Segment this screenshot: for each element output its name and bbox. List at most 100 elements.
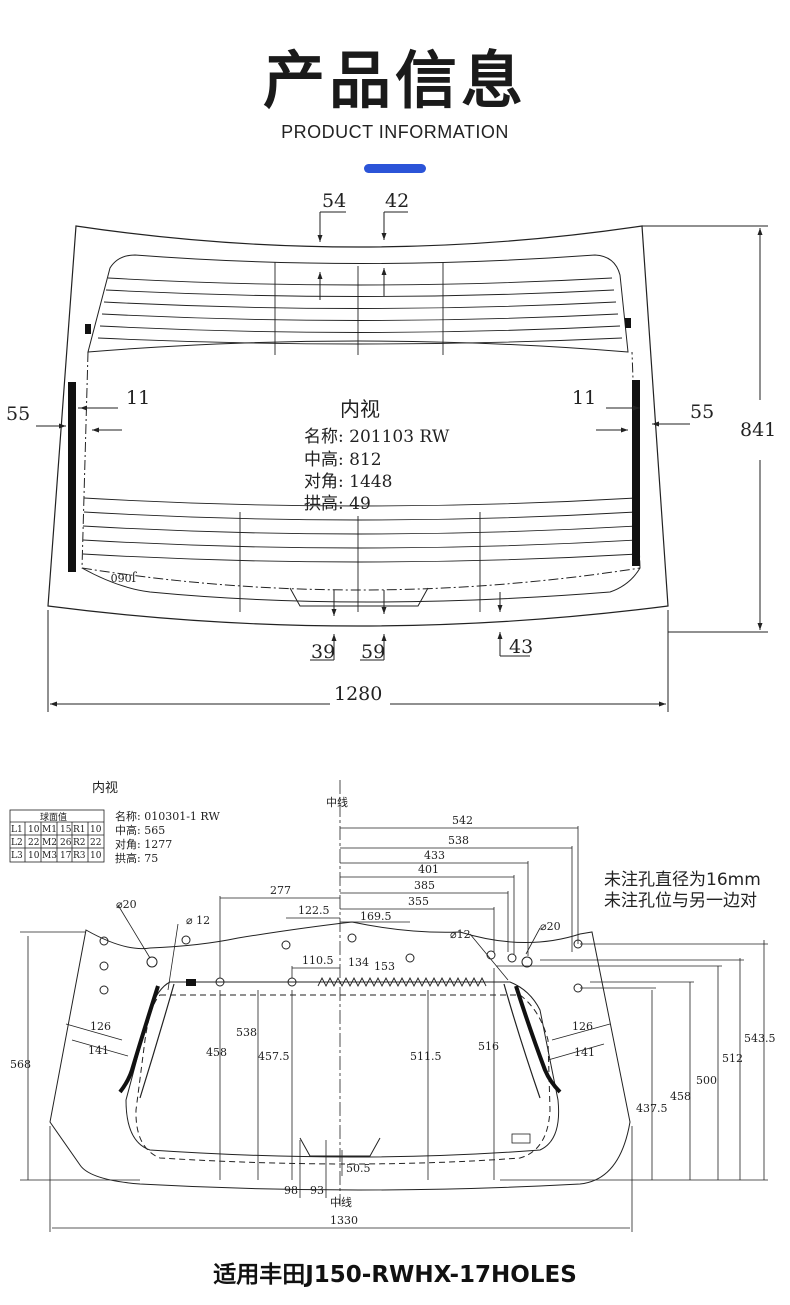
opening-dashed bbox=[135, 994, 551, 1165]
dim-134: 134 bbox=[348, 956, 369, 969]
bottom-notch-2 bbox=[299, 1137, 381, 1157]
dim-538: 538 bbox=[448, 834, 469, 847]
bus-bar-left-2 bbox=[118, 985, 160, 1094]
dim-126-right: 126 bbox=[572, 1020, 593, 1033]
small-label-box bbox=[511, 1133, 531, 1144]
dim-1330: 1330 bbox=[330, 1214, 358, 1227]
view-label-2: 内视 bbox=[92, 780, 118, 796]
connector-block bbox=[186, 979, 196, 986]
info-line-1: 名称: 201103 RW bbox=[304, 427, 450, 447]
svg-text:R1: R1 bbox=[73, 825, 86, 835]
hole-d20-right: ⌀20 bbox=[540, 920, 561, 933]
svg-text:M3: M3 bbox=[42, 851, 57, 861]
svg-text:15: 15 bbox=[60, 825, 72, 835]
connector-right bbox=[625, 318, 631, 328]
centerline-label-top: 中线 bbox=[326, 795, 348, 809]
connector-left bbox=[85, 324, 91, 334]
dim-538-v: 538 bbox=[236, 1026, 257, 1039]
dim-width-1280: 1280 bbox=[334, 683, 382, 705]
bus-bar-right bbox=[632, 380, 640, 566]
dim-126-left: 126 bbox=[90, 1020, 111, 1033]
note-line-2: 未注孔位与另一边对 bbox=[604, 891, 757, 911]
bus-bar-right-2 bbox=[514, 985, 562, 1094]
drawing-2-dimensions bbox=[20, 826, 768, 1232]
dim-568: 568 bbox=[10, 1058, 31, 1071]
svg-text:10: 10 bbox=[28, 825, 40, 835]
dim-385: 385 bbox=[414, 879, 435, 892]
drawing-1-labels: 54 42 55 11 11 55 841 1280 39 59 43 内视 名… bbox=[6, 190, 776, 705]
dim-500: 500 bbox=[696, 1074, 717, 1087]
bus-bar-left bbox=[68, 382, 76, 572]
line-right-inner bbox=[503, 983, 541, 1099]
opening-outline bbox=[125, 981, 560, 1158]
dim-top-54: 54 bbox=[322, 190, 346, 212]
drawing-1-windshield bbox=[47, 225, 669, 627]
dim-top-42: 42 bbox=[385, 190, 409, 212]
svg-text:22: 22 bbox=[90, 838, 101, 848]
dim-433: 433 bbox=[424, 849, 445, 862]
dim-543-5: 543.5 bbox=[744, 1032, 776, 1045]
dim-458-left: 458 bbox=[206, 1046, 227, 1059]
view-label-1: 内视 bbox=[340, 397, 380, 421]
svg-text:22: 22 bbox=[28, 838, 39, 848]
dim-110-5: 110.5 bbox=[302, 954, 334, 967]
table-cells: L1 10 M1 15 R1 10 L2 22 M2 26 R2 22 L3 1… bbox=[11, 825, 102, 861]
dim-height-841: 841 bbox=[740, 419, 776, 441]
centerline-label-bottom: 中线 bbox=[330, 1195, 352, 1209]
note-line-1: 未注孔直径为16mm bbox=[604, 870, 761, 890]
svg-text:L1: L1 bbox=[11, 825, 23, 835]
dim-bottom-43: 43 bbox=[509, 636, 533, 658]
heater-zigzag bbox=[317, 976, 487, 988]
product-caption: 适用丰田J150-RWHX-17HOLES bbox=[213, 1262, 577, 1288]
heating-lines-top bbox=[97, 262, 623, 355]
lower-band bbox=[81, 567, 641, 603]
dim-141-right: 141 bbox=[574, 1046, 595, 1059]
svg-text:R3: R3 bbox=[73, 851, 86, 861]
info2-line-1: 名称: 010301-1 RW bbox=[115, 809, 220, 823]
dim-512: 512 bbox=[722, 1052, 743, 1065]
info-line-3: 对角: 1448 bbox=[304, 472, 392, 492]
accent-bar bbox=[364, 164, 426, 173]
svg-text:17: 17 bbox=[60, 851, 72, 861]
dim-141-left: 141 bbox=[88, 1044, 109, 1057]
glass-outline-1 bbox=[47, 225, 669, 627]
info-line-2: 中高: 812 bbox=[304, 450, 382, 470]
info-line-4: 拱高: 49 bbox=[304, 494, 371, 514]
dim-153: 153 bbox=[374, 960, 395, 973]
hole-d12-right: ⌀12 bbox=[450, 928, 471, 941]
dim-left-55: 55 bbox=[6, 403, 30, 425]
drawing-2-header: 内视 球面值 L1 10 M1 15 R1 10 L2 22 M2 26 R2 … bbox=[9, 780, 761, 911]
svg-text:M2: M2 bbox=[42, 838, 57, 848]
drawing-2-backglass bbox=[49, 780, 631, 1206]
dim-left-11: 11 bbox=[126, 387, 150, 409]
sphere-table bbox=[9, 809, 105, 863]
bottom-notch bbox=[289, 587, 429, 607]
dim-bottom-59: 59 bbox=[361, 641, 385, 663]
svg-text:10: 10 bbox=[90, 825, 102, 835]
svg-text:10: 10 bbox=[28, 851, 40, 861]
dim-277: 277 bbox=[270, 884, 291, 897]
defrost-outline-top bbox=[87, 254, 629, 353]
table-title: 球面值 bbox=[40, 811, 67, 823]
dim-401: 401 bbox=[418, 863, 439, 876]
dim-458-right: 458 bbox=[670, 1090, 691, 1103]
dim-542: 542 bbox=[452, 814, 473, 827]
svg-text:L2: L2 bbox=[11, 838, 23, 848]
info2-line-2: 中高: 565 bbox=[115, 823, 165, 837]
dim-511-5: 511.5 bbox=[410, 1050, 442, 1063]
svg-text:M1: M1 bbox=[42, 825, 57, 835]
stamp-text: J060 bbox=[111, 571, 137, 584]
dim-50-5: 50.5 bbox=[346, 1162, 371, 1175]
dim-122-5: 122.5 bbox=[298, 904, 330, 917]
svg-text:L3: L3 bbox=[11, 851, 23, 861]
dim-right-55: 55 bbox=[690, 401, 714, 423]
drawing-2-labels: 542 538 433 401 385 355 277 122.5 169.5 … bbox=[10, 814, 776, 1227]
heating-lines-bottom bbox=[82, 497, 639, 612]
svg-text:26: 26 bbox=[60, 838, 72, 848]
hole-d12-left: ⌀ 12 bbox=[186, 914, 210, 927]
page-subtitle: PRODUCT INFORMATION bbox=[281, 122, 509, 142]
svg-text:10: 10 bbox=[90, 851, 102, 861]
dim-355: 355 bbox=[408, 895, 429, 908]
glass-outline-2 bbox=[49, 921, 631, 1191]
dim-437-5: 437.5 bbox=[636, 1102, 668, 1115]
